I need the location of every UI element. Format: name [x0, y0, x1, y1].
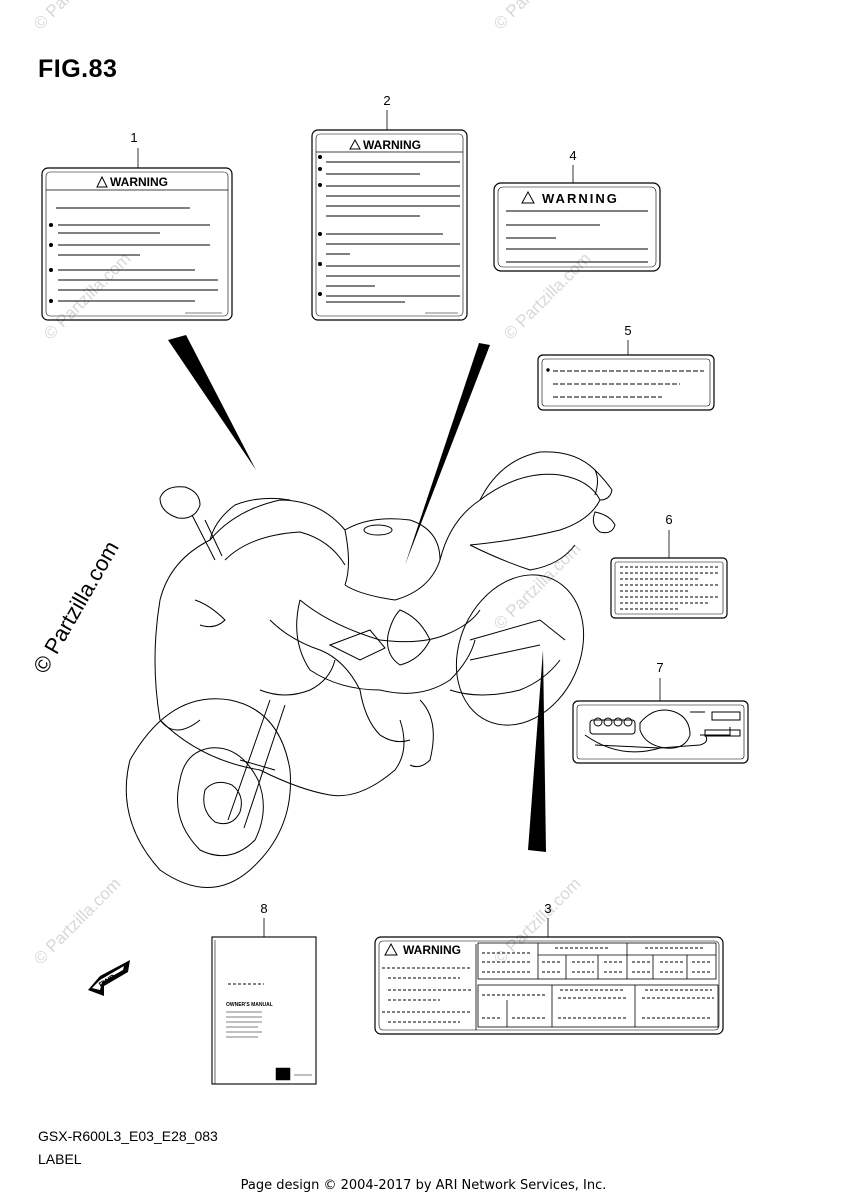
- callout-number-5: 5: [624, 323, 631, 338]
- callout-number-7: 7: [656, 660, 663, 675]
- pointer-label-1: [168, 335, 256, 470]
- callout-number-1: 1: [130, 130, 137, 145]
- figure-title: FIG.83: [38, 55, 118, 83]
- label-1-warning-text: WARNING: [110, 175, 168, 189]
- label-7-hose-routing-sticker[interactable]: [572, 700, 749, 764]
- callout-number-4: 4: [569, 148, 576, 163]
- forward-arrow-icon: [88, 960, 130, 996]
- item-8-owners-manual[interactable]: [211, 936, 317, 1085]
- pointer-label-3: [528, 650, 546, 852]
- label-4-warning-sticker[interactable]: [493, 182, 661, 272]
- label-2-warning-text: WARNING: [363, 138, 421, 152]
- label-6-sticker[interactable]: [610, 557, 728, 619]
- pointer-label-2: [405, 343, 490, 565]
- callout-number-3: 3: [544, 901, 551, 916]
- callout-number-6: 6: [665, 512, 672, 527]
- callout-number-2: 2: [383, 93, 390, 108]
- label-2-warning-sticker[interactable]: [311, 129, 468, 321]
- warning-triangle-icon: [96, 175, 108, 188]
- manual-cover-title: OWNER'S MANUAL: [226, 1002, 273, 1008]
- model-code: GSX-R600L3_E03_E28_083: [38, 1128, 218, 1144]
- motorcycle-outline: [125, 451, 616, 888]
- callout-number-8: 8: [260, 901, 267, 916]
- page-footer: Page design © 2004-2017 by ARI Network S…: [240, 1178, 607, 1193]
- label-1-warning-sticker[interactable]: [41, 167, 233, 321]
- label-3-warning-text: WARNING: [403, 943, 461, 957]
- section-name: LABEL: [38, 1151, 82, 1167]
- label-5-sticker[interactable]: [537, 354, 715, 411]
- label-4-warning-text: WARNING: [542, 191, 619, 206]
- label-3-information-sticker[interactable]: [374, 936, 724, 1035]
